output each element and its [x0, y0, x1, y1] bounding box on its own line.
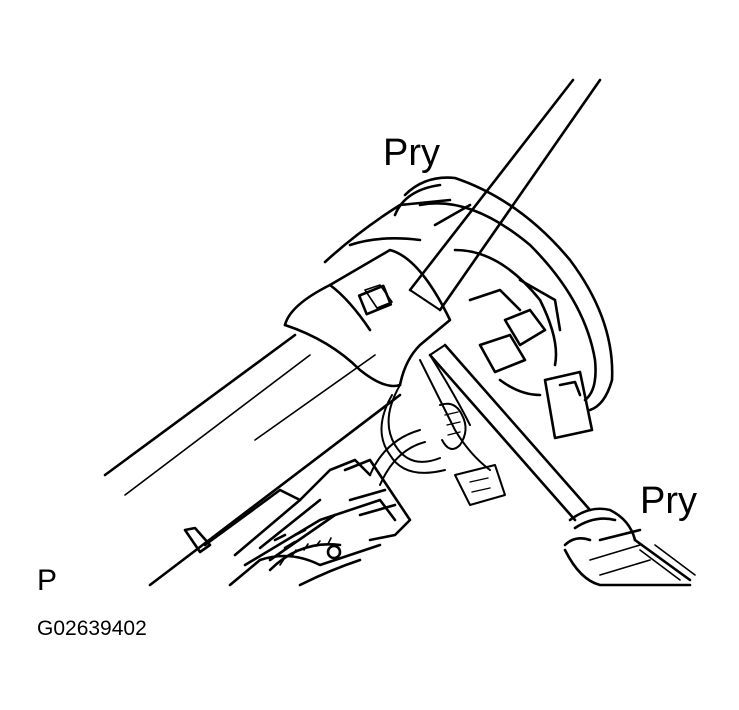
pry-callout-top: Pry	[383, 132, 440, 174]
gear-sector	[268, 543, 342, 572]
wire-harness	[369, 354, 506, 506]
column-clamp	[283, 248, 452, 388]
view-letter: P	[37, 564, 58, 597]
screwdriver-upper	[408, 78, 602, 312]
pivot-pin	[326, 544, 342, 560]
clamp-window	[357, 284, 393, 316]
switch-housing	[323, 176, 614, 440]
pry-callout-bottom: Pry	[640, 480, 697, 522]
screwdriver-lower	[428, 343, 696, 587]
column-tube	[103, 333, 402, 587]
screwdriver-ferrule	[568, 507, 637, 542]
lower-bracket	[183, 458, 412, 587]
harness-connector	[454, 464, 506, 506]
side-connector	[543, 370, 594, 440]
figure-id: G02639402	[37, 617, 147, 640]
